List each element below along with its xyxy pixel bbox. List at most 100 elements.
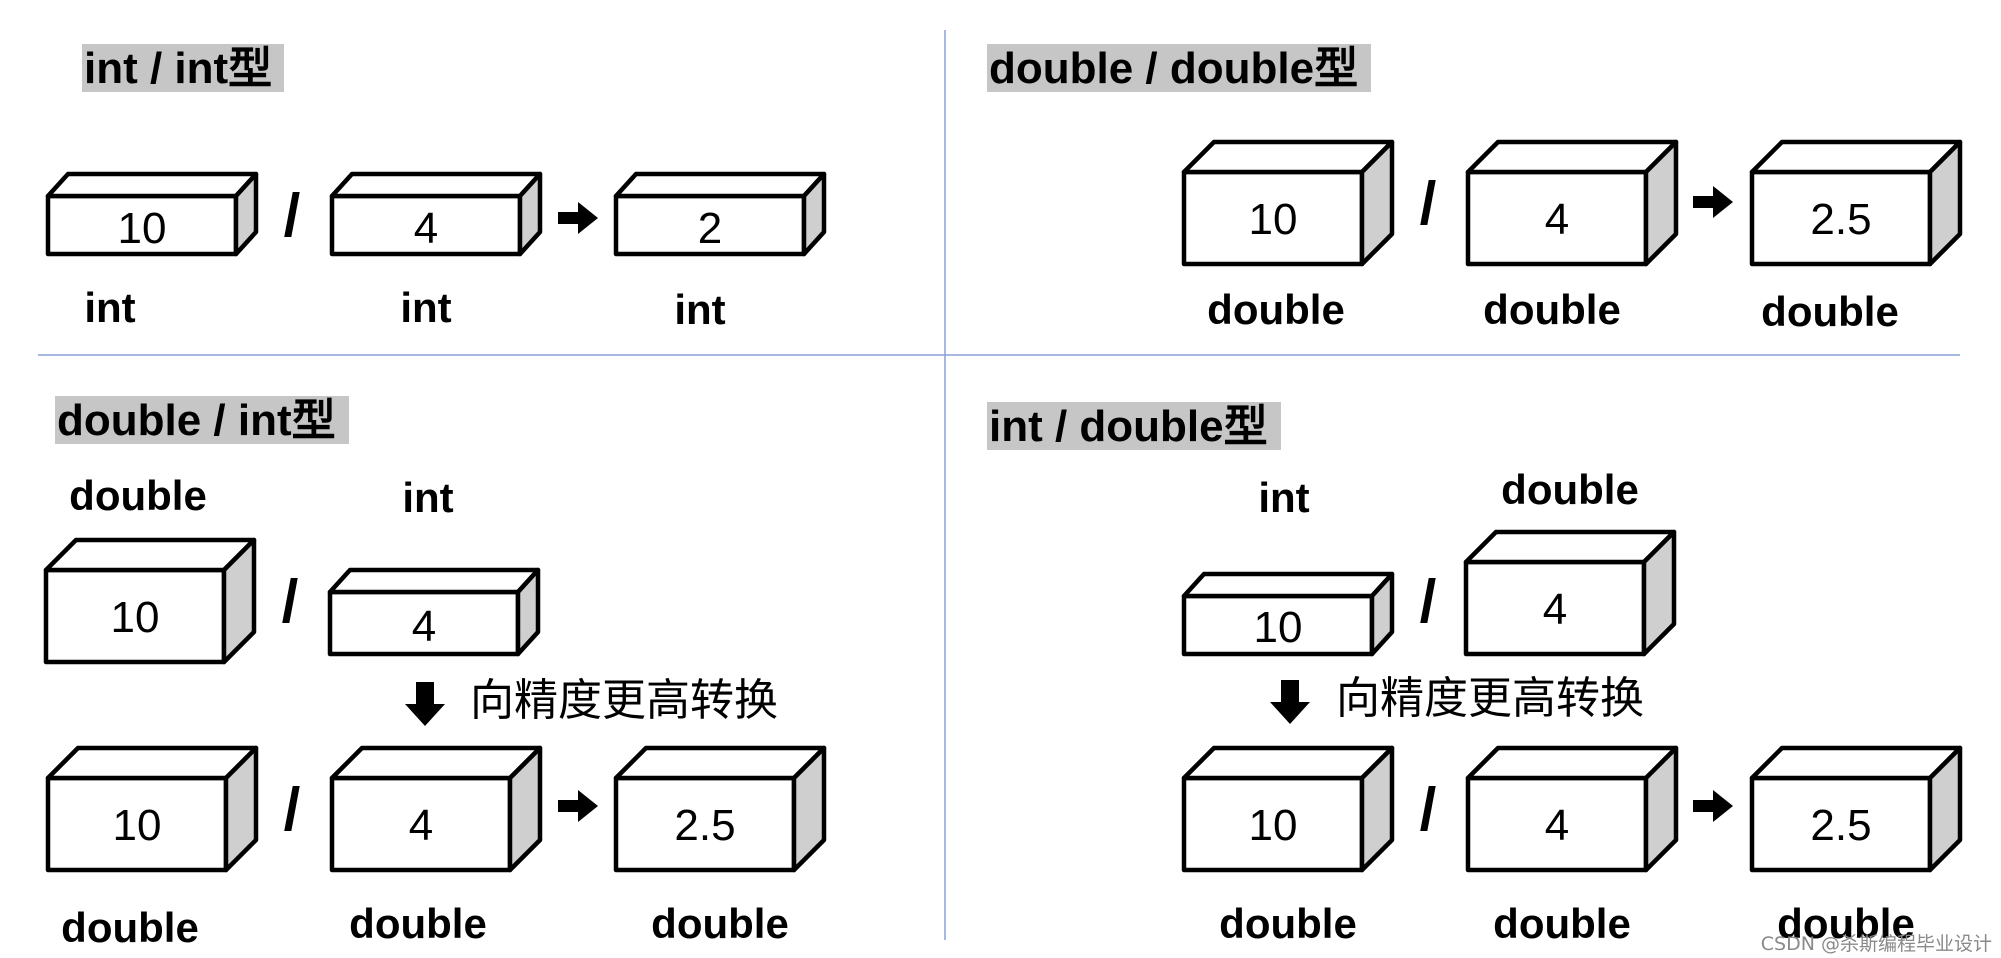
type-label: double	[1777, 900, 1915, 947]
type-label: double	[1207, 286, 1345, 333]
input-box-4: 4	[1463, 529, 1677, 657]
type-label: int	[402, 474, 453, 521]
box-value: 10	[118, 204, 167, 253]
box-value: 4	[1545, 801, 1569, 850]
operand-box-4: 4	[329, 171, 543, 257]
input-box-10: 10	[1181, 571, 1395, 657]
division-operator: /	[284, 776, 301, 843]
operand-box-10: 10	[1181, 139, 1395, 267]
result-box-2-5: 2.5	[613, 745, 827, 873]
arrow-shape	[1270, 680, 1310, 724]
arrow-shape	[1693, 186, 1733, 218]
right-arrow-icon	[558, 790, 598, 822]
box-value: 10	[1254, 603, 1303, 652]
quadrant-int-double: int / double型 int double 10 / 4 向精度更高转换 …	[987, 402, 1963, 947]
quadrant-int-int: int / int型 10 / 4 2 int int int	[45, 44, 827, 333]
box-top-face	[329, 171, 543, 199]
box-value: 4	[1543, 585, 1567, 634]
division-operator: /	[1420, 568, 1437, 635]
box-front-face	[45, 775, 229, 873]
box-value: 2	[698, 204, 722, 253]
type-label: double	[651, 900, 789, 947]
box-side-face	[1927, 745, 1963, 873]
box-side-face	[507, 745, 543, 873]
box-side-face	[515, 567, 541, 657]
type-label: double	[1501, 466, 1639, 513]
box-side-face	[791, 745, 827, 873]
converted-box-4: 4	[329, 745, 543, 873]
box-front-face	[613, 775, 797, 873]
box-top-face	[43, 537, 257, 573]
down-arrow-icon	[1270, 680, 1310, 724]
result-box-2-5: 2.5	[1749, 139, 1963, 267]
box-top-face	[329, 745, 543, 781]
conversion-note: 向精度更高转换	[1336, 673, 1644, 724]
box-front-face	[1463, 559, 1647, 657]
right-arrow-icon	[558, 202, 598, 234]
box-top-face	[1749, 139, 1963, 175]
box-top-face	[45, 745, 259, 781]
converted-box-4: 4	[1465, 745, 1679, 873]
box-top-face	[1749, 745, 1963, 781]
result-box-2-5: 2.5	[1749, 745, 1963, 873]
box-side-face	[223, 745, 259, 873]
input-box-10: 10	[43, 537, 257, 665]
type-label: double	[1219, 900, 1357, 947]
division-operator: /	[284, 182, 301, 249]
quadrant-double-int: double / int型 double int 10 / 4 向精度更高转换 …	[43, 396, 827, 951]
box-side-face	[1369, 571, 1395, 657]
box-side-face	[1643, 139, 1679, 267]
quadrant-title: double / int型	[57, 396, 336, 445]
box-front-face	[329, 193, 523, 257]
down-arrow-icon	[405, 682, 445, 726]
box-side-face	[517, 171, 543, 257]
box-top-face	[1465, 139, 1679, 175]
box-value: 2.5	[1810, 195, 1871, 244]
quadrant-title: int / double型	[989, 402, 1268, 451]
box-top-face	[613, 745, 827, 781]
type-label: int	[1258, 474, 1309, 521]
box-side-face	[1359, 745, 1395, 873]
box-top-face	[1181, 139, 1395, 175]
box-side-face	[1641, 529, 1677, 657]
arrow-shape	[405, 682, 445, 726]
division-operator: /	[1420, 776, 1437, 843]
box-side-face	[801, 171, 827, 257]
right-arrow-icon	[1693, 790, 1733, 822]
box-value: 2.5	[1810, 801, 1871, 850]
watermark: CSDN @杀斯编程毕业设计	[1761, 933, 1992, 955]
title-highlight	[987, 402, 1281, 450]
type-label: double	[69, 472, 207, 519]
quadrant-title: double / double型	[989, 44, 1358, 93]
box-value: 10	[1249, 801, 1298, 850]
box-top-face	[1463, 529, 1677, 565]
quadrant-title: int / int型	[84, 44, 272, 93]
box-value: 4	[414, 204, 438, 253]
result-box-2: 2	[613, 171, 827, 257]
right-arrow-icon	[1693, 186, 1733, 218]
converted-box-10: 10	[1181, 745, 1395, 873]
title-highlight	[82, 44, 284, 92]
type-label: int	[400, 284, 451, 331]
type-label: double	[1761, 288, 1899, 335]
type-label: double	[1493, 900, 1631, 947]
operand-box-4: 4	[1465, 139, 1679, 267]
box-front-face	[1465, 169, 1649, 267]
box-side-face	[1643, 745, 1679, 873]
box-side-face	[233, 171, 259, 257]
box-value: 4	[1545, 195, 1569, 244]
box-front-face	[43, 567, 227, 665]
arrow-shape	[558, 790, 598, 822]
box-value: 10	[111, 593, 160, 642]
box-value: 10	[113, 801, 162, 850]
box-top-face	[1181, 745, 1395, 781]
box-top-face	[1181, 571, 1395, 599]
title-highlight	[987, 44, 1371, 92]
type-label: double	[1483, 286, 1621, 333]
box-top-face	[327, 567, 541, 595]
box-value: 10	[1249, 195, 1298, 244]
box-value: 4	[409, 801, 433, 850]
box-side-face	[221, 537, 257, 665]
title-highlight	[55, 396, 349, 444]
